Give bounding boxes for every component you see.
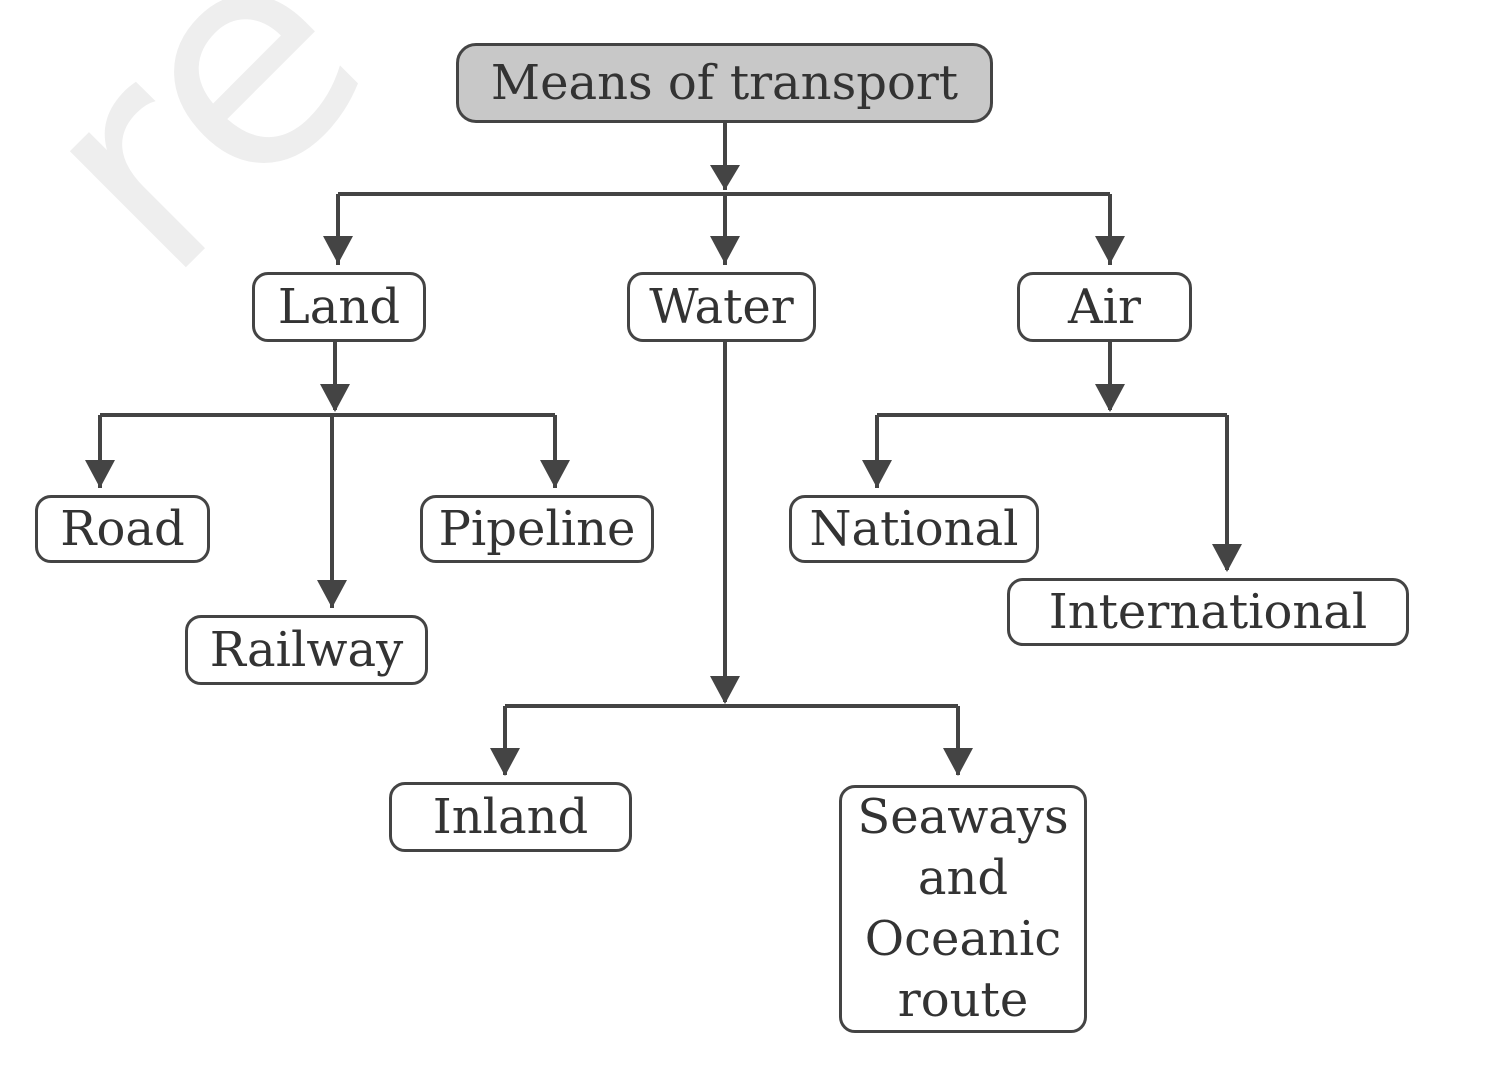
node-air: Air [1017,272,1192,342]
node-pipeline: Pipeline [420,495,654,563]
arrowheads [85,236,1242,776]
node-road: Road [35,495,210,563]
node-seaways-and-oceanic-route: Seaways and Oceanic route [839,785,1087,1033]
node-land: Land [252,272,426,342]
node-international: International [1007,578,1409,646]
node-railway: Railway [185,615,428,685]
node-means-of-transport: Means of transport [456,43,993,123]
node-national: National [789,495,1039,563]
node-water: Water [627,272,816,342]
node-inland: Inland [389,782,632,852]
